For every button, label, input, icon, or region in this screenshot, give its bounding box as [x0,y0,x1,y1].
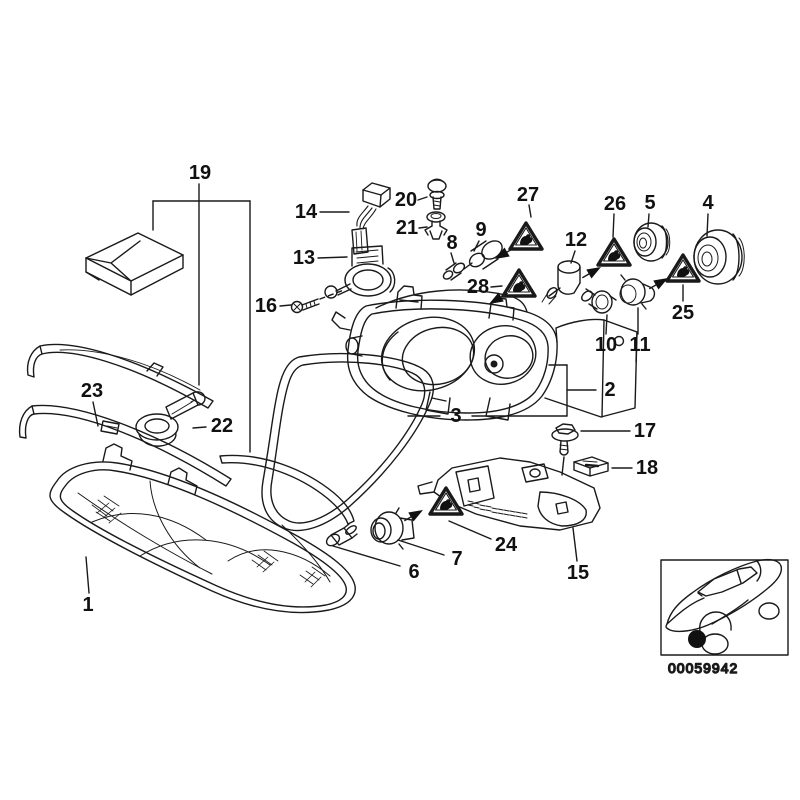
part-label-9: 9 [475,219,486,241]
leader-line-17 [561,456,565,476]
warning-triangles-layer [428,221,701,516]
part-label-18: 18 [636,457,658,479]
cap-4-drawing [693,229,745,285]
part-label-13: 13 [293,247,315,269]
clip-nut-18-drawing [573,456,609,477]
part-label-7: 7 [451,548,462,570]
pointer-arrow-icon [649,278,668,290]
leader-line-22 [192,426,207,429]
leader-line-15 [572,527,578,562]
diagram-number: 00059942 [668,660,738,676]
housing-drawing [331,285,638,421]
leader-line-4 [706,213,709,237]
part-label-1: 1 [82,594,93,616]
warning-triangle-icon [665,253,701,283]
leader-line-13 [317,256,348,259]
screw-17-drawing [551,423,579,456]
leader-line-26 [612,213,615,238]
part-label-4: 4 [702,192,714,214]
part-label-2: 2 [604,379,615,401]
part-label-10: 10 [595,334,617,356]
gasket-drawing [261,352,435,532]
part-label-20: 20 [395,189,417,211]
leader-line-5 [647,213,650,228]
grommet-strap-drawing [135,391,206,447]
leader-lines-layer [85,183,709,594]
part-label-8: 8 [446,232,457,254]
inset-frame [660,559,789,656]
bulb-socket-7-drawing [370,507,415,550]
sealed-bag-drawing [85,232,184,296]
part-label-21: 21 [396,217,418,239]
part-label-14: 14 [295,201,318,223]
part-label-12: 12 [565,229,587,251]
socket-12-drawing [541,260,581,305]
leader-line-27 [528,204,532,218]
car-outline-drawing [665,558,783,655]
part-label-3: 3 [450,405,461,427]
highlighted-headlight-dot [688,630,706,648]
leader-line-6 [332,545,401,567]
warning-triangle-icon [428,486,464,516]
pointer-arrow-icon [489,292,508,304]
bulb-8-drawing [442,262,466,281]
cap-5-drawing [633,222,671,262]
pointer-arrow-icon [582,267,601,279]
leader-line-16 [279,304,292,307]
part-label-19: 19 [189,162,211,184]
screw-16-drawing [290,298,320,314]
screw-20-drawing [427,178,447,210]
trim-strip-lower-drawing [18,404,232,487]
bulb-10-drawing [581,288,617,314]
part-label-17: 17 [634,420,656,442]
part-label-5: 5 [644,192,655,214]
pointer-arrow-icon [495,247,514,259]
lens-crosshatch [91,495,326,588]
bulb-holder-9-drawing [463,240,503,270]
part-label-6: 6 [408,561,419,583]
leader-line-23 [92,401,99,427]
headlight-lens-drawing [49,443,356,614]
leader-line-7 [397,539,445,556]
warning-triangle-icon [501,268,537,298]
warning-triangle-icon [596,237,632,267]
leader-line-28 [490,285,503,288]
pointer-arrow-icon [404,510,423,522]
part-label-26: 26 [604,193,626,215]
bulb-6-drawing [325,523,358,547]
part-label-25: 25 [672,302,694,324]
part-label-24: 24 [495,534,518,556]
part-label-16: 16 [255,295,277,317]
clip-21-drawing [424,211,448,240]
part-label-28: 28 [467,276,489,298]
pointer-arrows-layer [404,247,668,522]
leader-line-24 [448,520,492,540]
part-label-22: 22 [211,415,233,437]
warning-triangle-icon [508,221,544,251]
part-label-15: 15 [567,562,589,584]
leader-line-10 [605,314,608,335]
leader-line-20 [417,196,428,201]
leader-line-8 [450,252,455,264]
leader-line-9 [473,240,480,252]
trim-strip-upper-drawing [26,343,214,409]
trim-strip-curved-drawing [219,454,355,525]
lower-bracket-drawing [417,457,601,531]
socket-11-drawing [619,274,656,310]
part-label-27: 27 [517,184,539,206]
leader-line-1 [85,556,90,594]
car-position-inset [660,558,789,656]
part-label-23: 23 [81,380,103,402]
part-label-11: 11 [629,334,650,356]
leader-line-12 [570,250,576,264]
wiring-harness-drawing [351,182,391,255]
leader-line-16 [319,289,345,300]
leader-line-21 [418,226,428,229]
